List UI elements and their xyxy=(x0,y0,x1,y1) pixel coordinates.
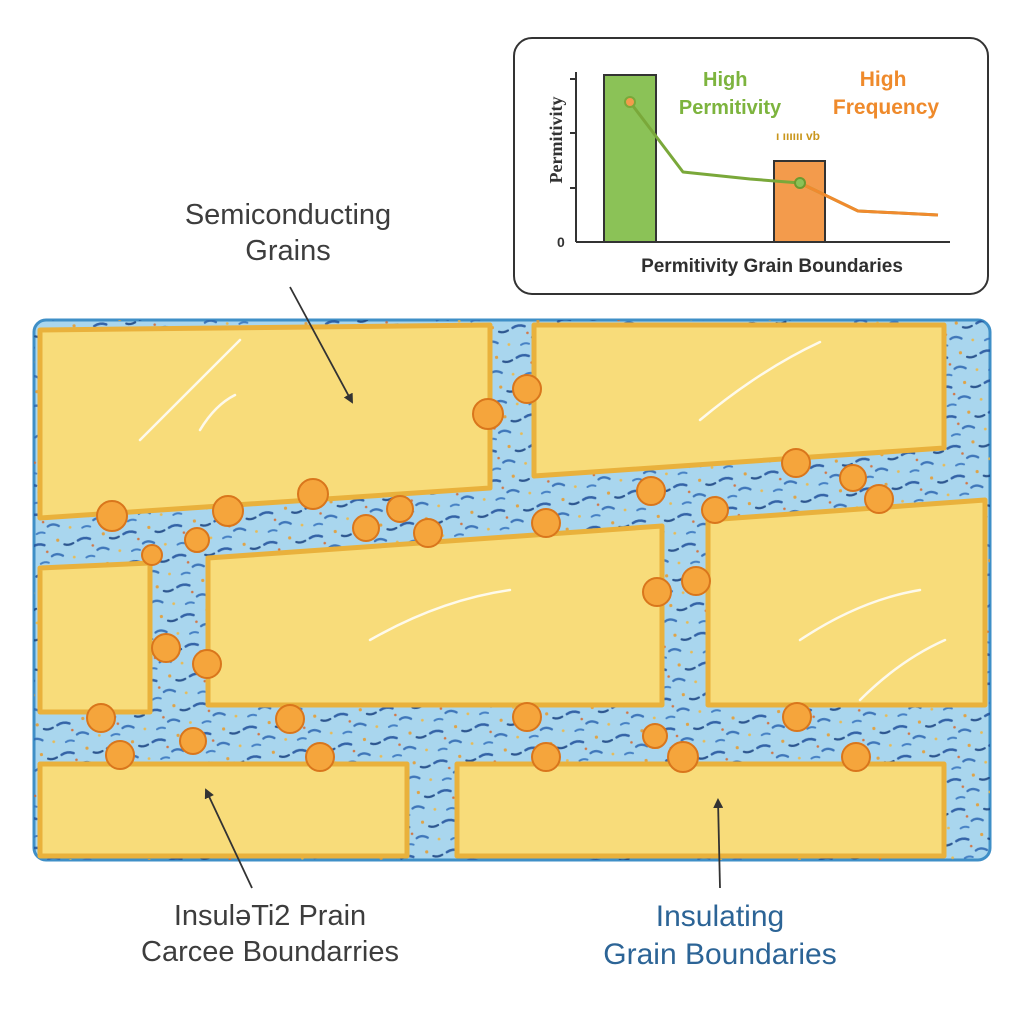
particle xyxy=(192,649,222,679)
particle xyxy=(472,398,504,430)
grain xyxy=(454,761,947,859)
particle xyxy=(275,704,305,734)
particle xyxy=(352,514,380,542)
particle xyxy=(512,702,542,732)
particle xyxy=(305,742,335,772)
grain xyxy=(37,322,493,521)
label-line: InsuləTi2 Prain xyxy=(173,900,367,932)
particle xyxy=(212,495,244,527)
particle xyxy=(86,703,116,733)
label-line: Grain Boundaries xyxy=(603,937,837,971)
inset-caption: Permitivity Grain Boundaries xyxy=(641,256,903,277)
particle xyxy=(184,527,210,553)
y-tick-zero: 0 xyxy=(557,234,565,250)
grain xyxy=(37,761,410,859)
particle xyxy=(636,476,666,506)
particle xyxy=(105,740,135,770)
bottom-left-label: InsuləTi2 Prain Carcee Boundarries xyxy=(100,898,440,971)
particle xyxy=(841,742,871,772)
semiconducting-grains xyxy=(37,322,988,859)
grain xyxy=(205,523,665,708)
particle xyxy=(701,496,729,524)
particle xyxy=(179,727,207,755)
semiconducting-grains-label: Semiconducting Grains xyxy=(128,197,448,270)
particle xyxy=(781,448,811,478)
grain xyxy=(531,322,947,479)
label-line: Semiconducting xyxy=(184,199,392,231)
permitivity-curve-tail xyxy=(799,181,939,217)
particle xyxy=(681,566,711,596)
particle xyxy=(151,633,181,663)
insulating-grain-boundaries-label: Insulating Grain Boundaries xyxy=(560,898,880,973)
particle xyxy=(667,741,699,773)
legend-high-frequency: High Frequency xyxy=(833,68,940,119)
y-axis-label: Permitivity xyxy=(546,97,566,184)
label-line: Insulating xyxy=(655,900,785,933)
garbled-mark: ı ıııııı vb xyxy=(776,129,820,143)
label-line: Grains xyxy=(245,235,331,268)
particle xyxy=(512,374,542,404)
grain-highlights xyxy=(138,338,947,702)
inset-chart: Permitivity 0 High Permitivity High Freq… xyxy=(513,37,989,295)
grain xyxy=(705,497,988,708)
particle xyxy=(141,544,163,566)
particle xyxy=(413,518,443,548)
boundary-particles xyxy=(86,374,894,773)
particle xyxy=(531,508,561,538)
particle xyxy=(96,500,128,532)
particle xyxy=(642,723,668,749)
label-line: Carcee Boundarries xyxy=(141,936,399,969)
pointer-arrow-icon xyxy=(204,286,724,889)
particle xyxy=(531,742,561,772)
particle xyxy=(839,464,867,492)
grain xyxy=(37,560,153,715)
particle xyxy=(864,484,894,514)
particle xyxy=(386,495,414,523)
bar-high-frequency xyxy=(773,160,826,243)
particle xyxy=(782,702,812,732)
legend-high-permitivity: High Permitivity xyxy=(679,69,782,119)
particle xyxy=(297,478,329,510)
particle xyxy=(642,577,672,607)
